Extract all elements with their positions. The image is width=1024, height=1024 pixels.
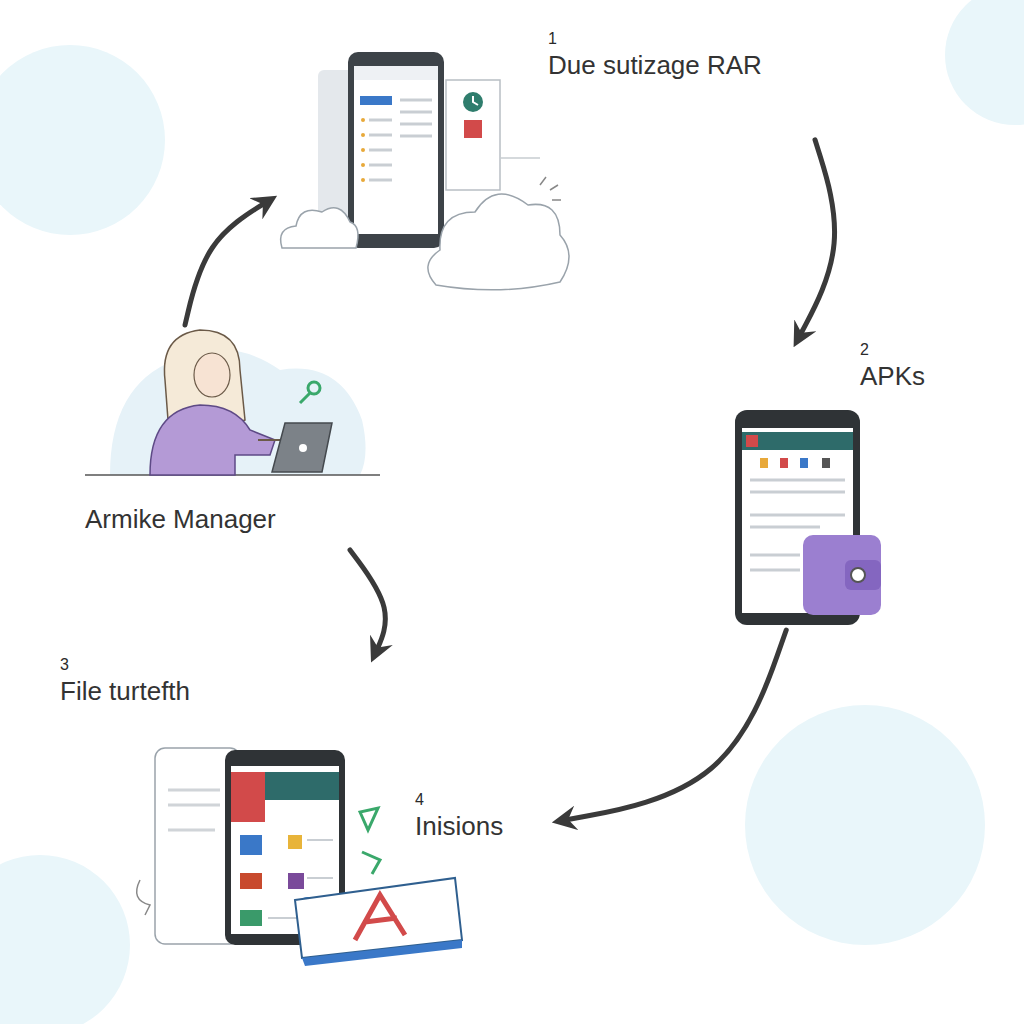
bg-circle [945,0,1024,125]
header-block [231,772,265,822]
text-line [750,569,800,572]
flow-arrow [185,200,270,325]
label-group: 3File turtefth [60,655,190,707]
document-card [446,80,500,190]
text-line [750,554,800,557]
sketch-line [500,157,540,159]
stage-node: 4Inisions [410,790,560,852]
book-spine [302,940,462,966]
step-label: File turtefth [60,675,190,707]
app-icon [760,458,768,468]
text-line [400,111,432,114]
bg-circle [0,855,130,1024]
text-line [168,789,220,792]
list-line [369,164,392,167]
text-line [750,526,820,529]
cloud-phone-illustration [281,52,569,290]
text-line [307,877,333,879]
file-icon [288,873,304,889]
stage-node: 3File turtefth [55,655,410,955]
laptop-logo [299,444,307,452]
stage-node: 1Due sutizage RAR [270,25,815,305]
list-dot [361,118,365,122]
list-line [369,134,392,137]
screen-tab [360,96,392,105]
red-icon [464,120,482,138]
list-dot [361,148,365,152]
list-line [369,179,392,182]
screen-header [742,432,853,450]
text-line [750,514,845,517]
text-line [400,135,432,138]
phone-screen [354,66,438,234]
text-line [750,479,845,482]
apk-phone-illustration [735,410,881,625]
file-icon [240,910,262,926]
wallet-clasp [845,560,881,590]
step-number: 4 [415,790,503,810]
list-line [369,119,392,122]
app-icon [800,458,808,468]
clock-hands [473,96,478,105]
screen-header [354,66,438,80]
spark-lines [540,177,561,200]
clock-icon [463,92,483,112]
flow-arrow [798,140,835,340]
cat-figure [137,880,150,915]
file-icon [240,835,262,855]
person-illustration [85,330,380,475]
file-icon [288,835,302,849]
wallet [803,535,881,615]
file-phones-illustration [137,748,462,966]
flow-arrow [350,550,385,655]
body [150,405,275,475]
pin-icon [360,808,378,830]
bg-circle [745,705,985,945]
step-label: APKs [860,360,925,392]
file-icon [240,873,262,889]
pin-icon [362,852,380,874]
manager-node: Armike Manager [80,325,380,550]
wallet-button [851,568,865,582]
app-icon [822,458,830,468]
step-number: 3 [60,655,190,675]
cloud [281,208,358,248]
list-line [369,149,392,152]
list-dot [361,133,365,137]
phone-body [348,52,444,248]
header-icon [746,435,758,447]
text-line [400,123,432,126]
text-line [168,829,215,832]
bg-circle [0,45,165,235]
step-label: Armike Manager [85,503,276,535]
step-label: Due sutizage RAR [548,49,762,81]
laptop [272,423,332,472]
step-number: 2 [860,340,925,360]
label-group: Armike Manager [85,503,276,535]
flow-arrow [560,630,786,821]
pin-icon [308,382,320,394]
step-number: 1 [548,29,762,49]
list-dot [361,178,365,182]
text-line [400,99,432,102]
label-group: 2APKs [860,340,925,392]
step-label: Inisions [415,810,503,842]
cloud [428,194,569,290]
stage-node: 2APKs [730,340,955,630]
text-line [307,839,333,841]
text-line [168,804,220,807]
book-letter-shape [355,895,405,940]
text-line [750,491,845,494]
app-icon [780,458,788,468]
face [194,353,230,397]
label-group: 4Inisions [415,790,503,842]
list-dot [361,163,365,167]
pin-icon [300,393,310,403]
label-group: 1Due sutizage RAR [548,29,762,81]
